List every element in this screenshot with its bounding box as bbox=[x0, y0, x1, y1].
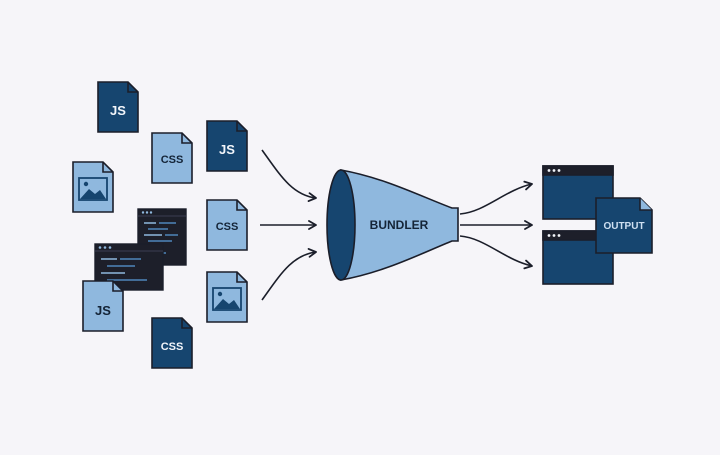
image-file-icon bbox=[206, 271, 248, 323]
css-file-label: CSS bbox=[216, 221, 239, 233]
css-file-label: CSS bbox=[161, 154, 184, 166]
css-file-icon: CSS bbox=[151, 317, 193, 369]
css-file-icon: CSS bbox=[206, 199, 248, 251]
css-file-icon: CSS bbox=[151, 132, 193, 184]
output-arrow-bottom bbox=[459, 235, 533, 270]
js-file-label: JS bbox=[95, 303, 111, 318]
output-label: OUTPUT bbox=[603, 221, 644, 232]
css-file-label: CSS bbox=[161, 341, 184, 353]
js-file-icon: JS bbox=[206, 120, 248, 172]
image-file-icon bbox=[72, 161, 114, 213]
js-file-icon: JS bbox=[97, 81, 139, 133]
output-arrow-top bbox=[459, 180, 533, 215]
funnel-icon: BUNDLER bbox=[326, 169, 459, 281]
js-file-label: JS bbox=[110, 103, 126, 118]
js-file-icon: JS bbox=[82, 280, 124, 332]
output-file-icon: OUTPUT bbox=[595, 197, 653, 254]
bundler-label: BUNDLER bbox=[370, 218, 429, 232]
input-arrow-bottom bbox=[261, 248, 317, 301]
js-file-label: JS bbox=[219, 142, 235, 157]
input-arrow-top bbox=[261, 149, 317, 202]
